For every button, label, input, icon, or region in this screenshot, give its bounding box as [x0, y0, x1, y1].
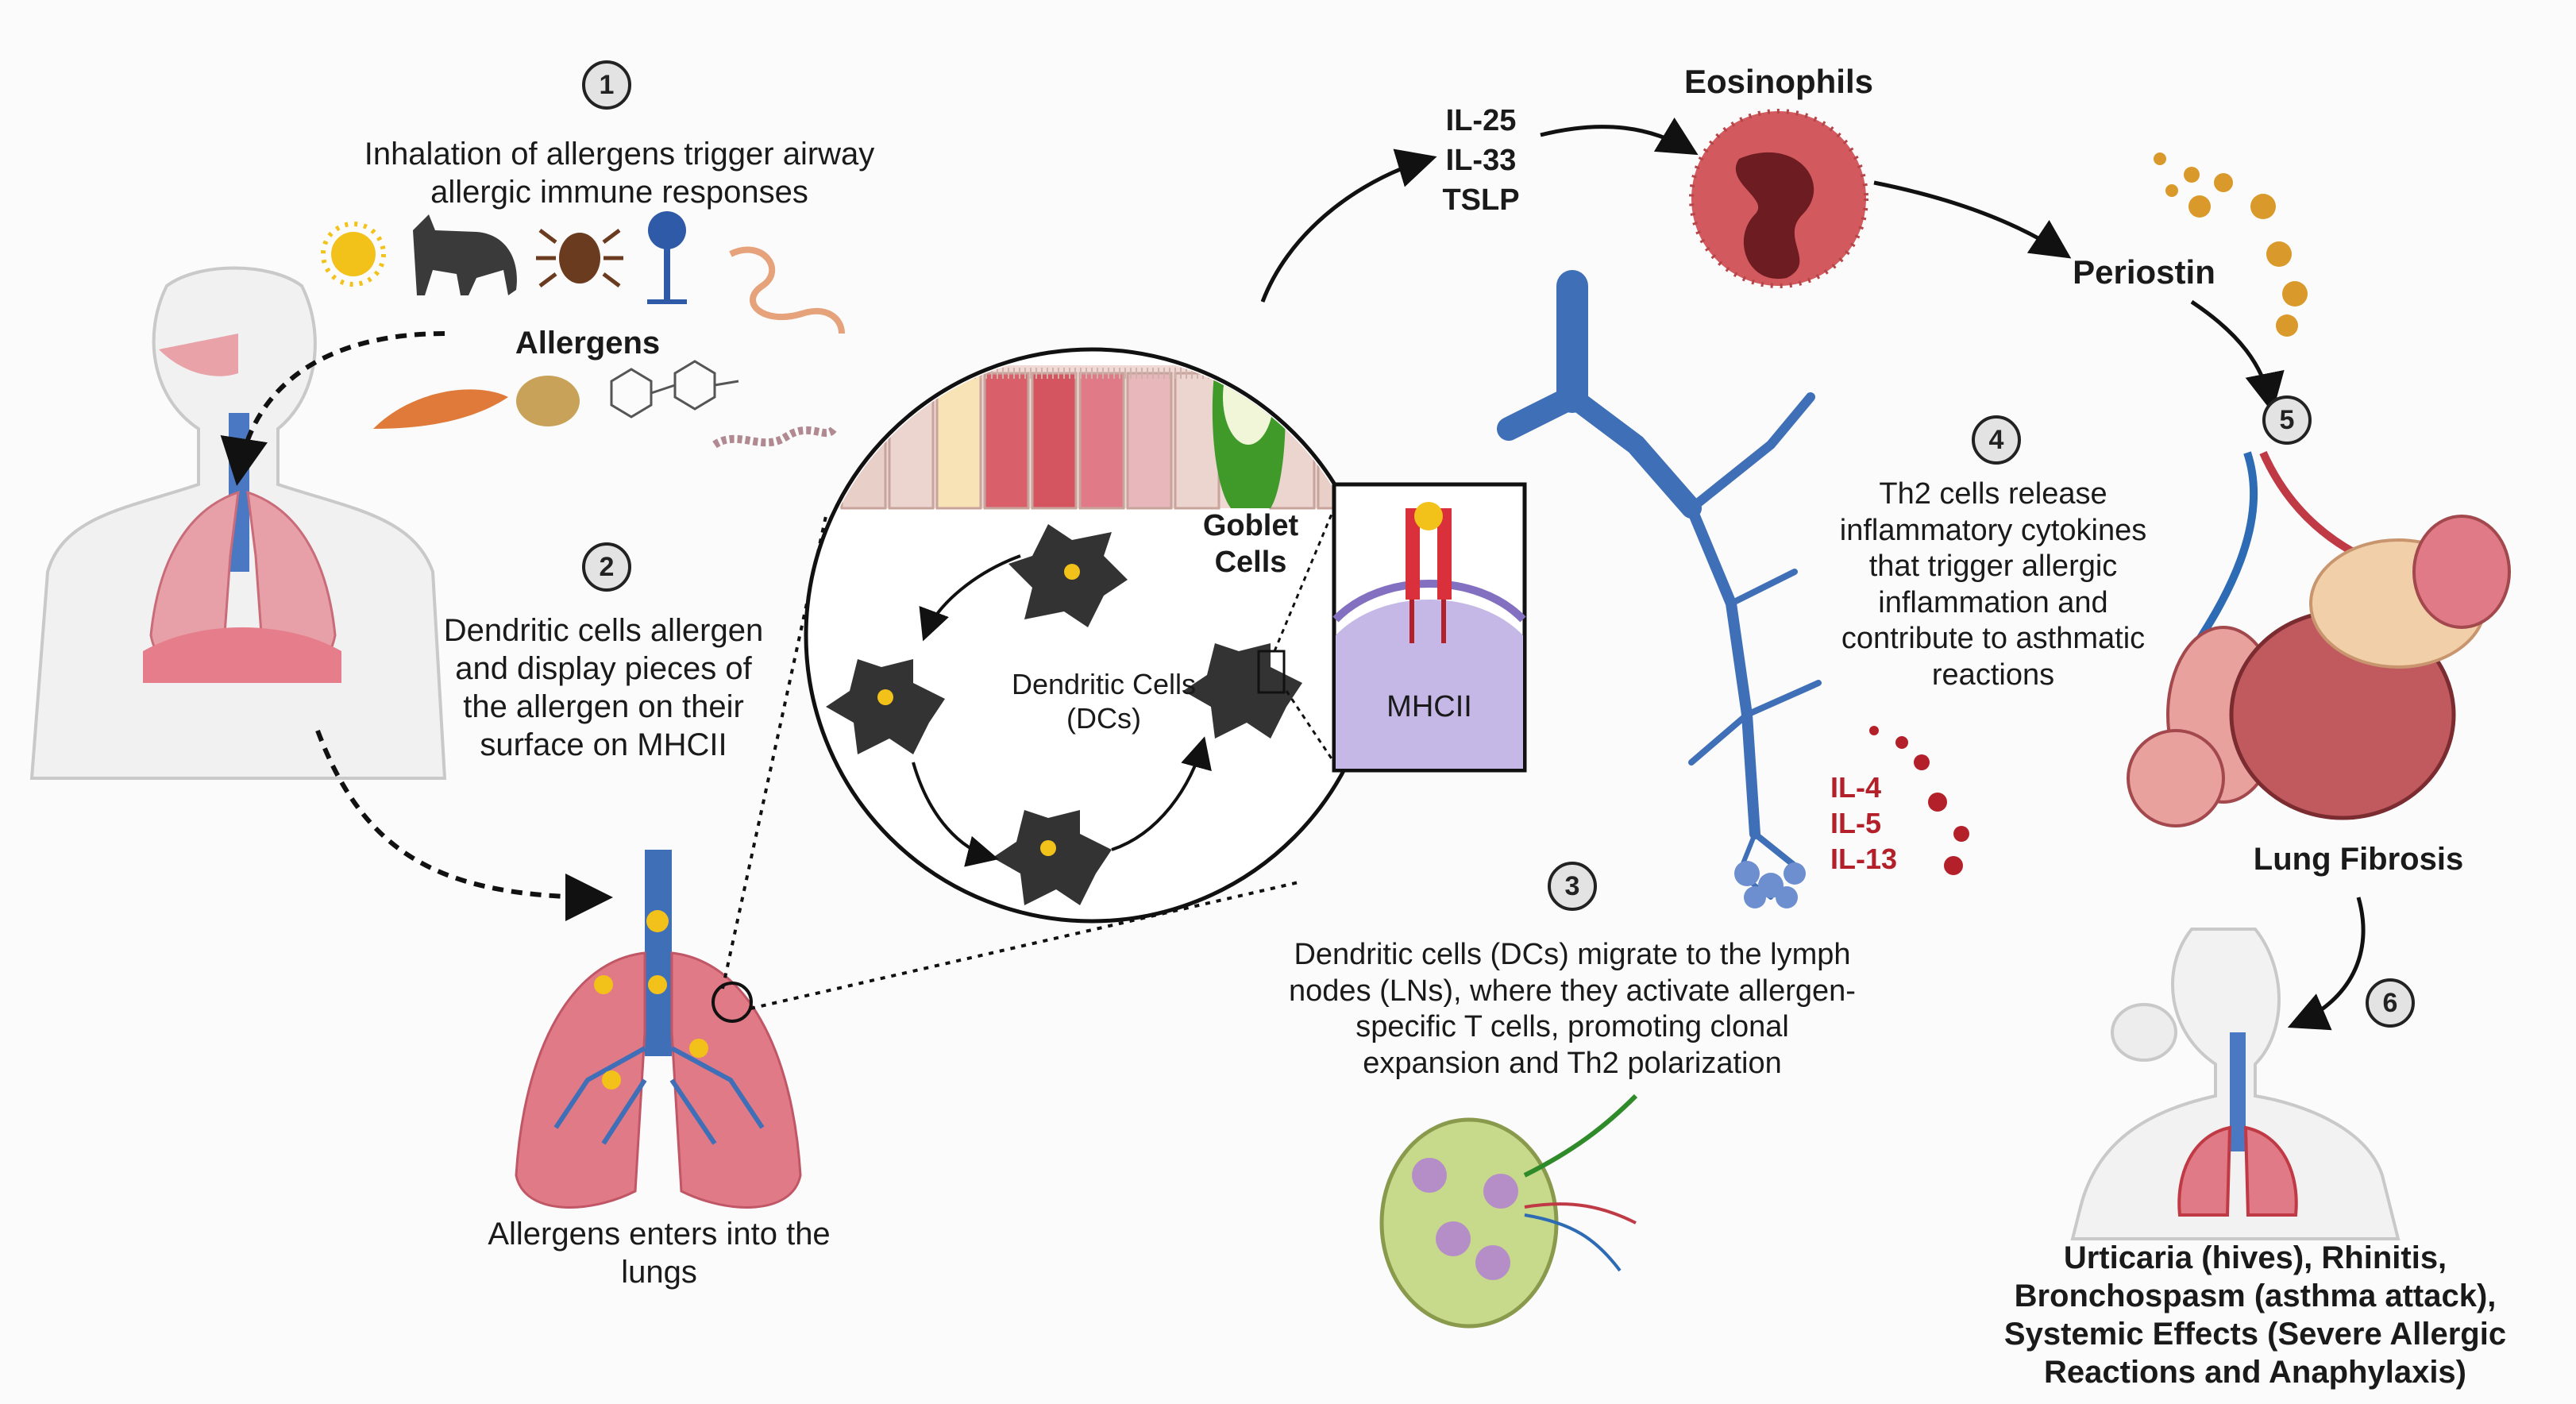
step-4-text: Th2 cells release inflammatory cytokines… — [1839, 477, 2147, 692]
mold-icon — [647, 211, 687, 304]
parasite-icon — [373, 389, 508, 429]
step-1-text: Inhalation of allergens trigger airway a… — [364, 137, 875, 210]
allergens-enter-label: Allergens enters into the lungs — [488, 1217, 831, 1290]
dashed-arrow-to-airway — [220, 331, 445, 486]
step-3-badge: 3 — [1548, 862, 1597, 911]
allergens-label: Allergens — [515, 326, 661, 361]
drug-molecule-icon — [610, 360, 739, 418]
step-2-text: Dendritic cells allergen and display pie… — [443, 613, 764, 762]
arrow-to-step5 — [2190, 299, 2285, 413]
peanut-icon — [516, 376, 580, 426]
step-2-badge: 2 — [582, 542, 631, 592]
step-5-badge: 5 — [2262, 395, 2312, 445]
step-4-badge: 4 — [1972, 415, 2021, 465]
cat-icon — [413, 214, 517, 295]
arrow-to-il25 — [1260, 148, 1437, 303]
goblet-cells-label: Goblet Cells — [1202, 509, 1299, 579]
step-6-badge: 6 — [2366, 978, 2415, 1028]
mhcii-inset-box — [1332, 482, 1527, 773]
epithelium-zoom-circle — [804, 347, 1380, 924]
arrow-to-eosinophils — [1540, 117, 1699, 156]
periostin-label: Periostin — [2073, 253, 2215, 291]
lung-fibrosis-label: Lung Fibrosis — [2253, 842, 2464, 877]
tslp-label: TSLP — [1442, 183, 1520, 217]
lung-fibrosis-illustration — [2127, 450, 2511, 827]
zoom-circle — [711, 982, 753, 1023]
arrow-to-periostin — [1873, 180, 2072, 259]
th2-cytokine-dots — [1869, 726, 1969, 875]
step-1-badge: 1 — [582, 60, 631, 110]
human-figure-illustration — [29, 266, 447, 780]
mite-icon — [536, 229, 623, 287]
lungs-illustration — [515, 850, 802, 1209]
allergen-icons — [321, 211, 845, 449]
eosinophil-cell — [1689, 109, 1868, 288]
bronchial-tree-illustration — [1497, 270, 1822, 900]
inset-dotted-line-upper — [1273, 507, 1336, 652]
goblet-cell — [1212, 353, 1286, 508]
arrow-to-person — [2287, 897, 2366, 1031]
worm-icon — [729, 246, 845, 334]
alveoli-cluster — [1734, 861, 1806, 908]
il-13-label: IL-13 — [1830, 843, 1898, 875]
dendritic-cells-label: Dendritic Cells (DCs) — [1011, 668, 1197, 735]
periostin-dots — [2154, 152, 2308, 337]
outcome-text: Urticaria (hives), Rhinitis, Bronchospas… — [2003, 1240, 2507, 1390]
coughing-person-illustration — [2070, 928, 2401, 1240]
il-5-label: IL-5 — [1830, 807, 1882, 839]
il-25-label: IL-25 — [1445, 104, 1517, 137]
step-3-text: Dendritic cells (DCs) migrate to the lym… — [1289, 938, 1856, 1080]
lymph-node-illustration — [1379, 1094, 1638, 1329]
eosinophils-label: Eosinophils — [1683, 63, 1873, 100]
il-33-label: IL-33 — [1445, 144, 1517, 177]
pollen-icon — [321, 222, 386, 287]
il-4-label: IL-4 — [1830, 771, 1882, 804]
mhcii-label: MHCII — [1386, 690, 1472, 723]
bacteria-chain-icon — [712, 426, 838, 449]
